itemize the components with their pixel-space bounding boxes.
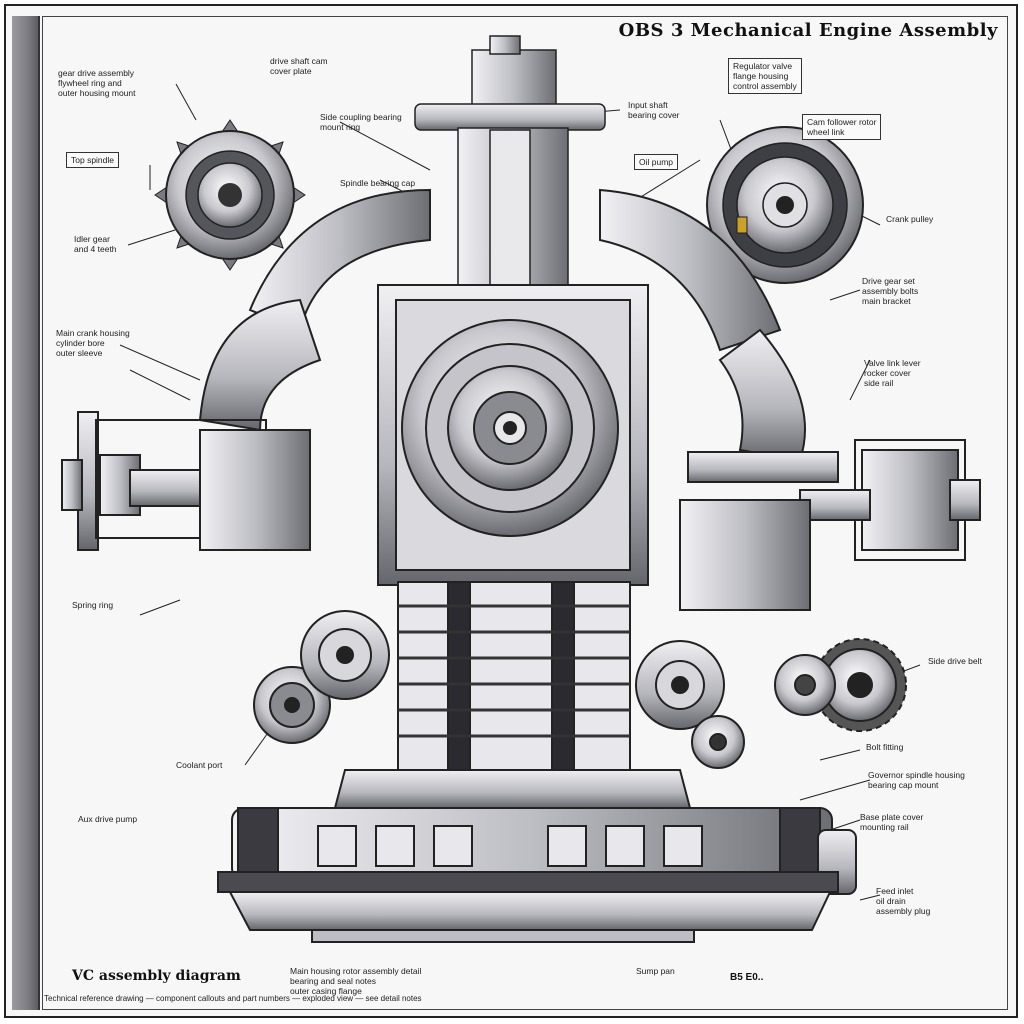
callout-label: Crank pulley <box>886 214 934 224</box>
base-sump <box>217 769 857 943</box>
crank-housing-left <box>198 188 431 432</box>
binding-strip <box>12 16 40 1010</box>
lower-pulley-right <box>635 640 725 730</box>
lower-left-gear <box>253 666 331 744</box>
callout-label: Sump pan <box>636 966 675 976</box>
callout-label: Feed inlet oil drain assembly plug <box>876 886 931 916</box>
callout-label: drive shaft cam cover plate <box>270 56 328 76</box>
callout-label: Coolant port <box>176 760 223 770</box>
callout-label: Governor spindle housing bearing cap mou… <box>868 770 965 790</box>
sheet-footer-notes: Technical reference drawing — component … <box>44 994 422 1003</box>
lower-right-gear <box>813 638 907 732</box>
callout-label: Bolt fitting <box>866 742 904 752</box>
callout-label: Spindle bearing cap <box>340 178 416 188</box>
callout-label: Oil pump <box>634 154 679 170</box>
callout-label: Valve link lever rocker cover side rail <box>864 358 921 388</box>
sheet-footer-title: VC assembly diagram <box>72 968 241 984</box>
callout-label: Regulator valve flange housing control a… <box>728 58 802 94</box>
crank-housing-right <box>599 188 806 462</box>
callout-label: Spring ring <box>72 600 114 610</box>
callout-label: Cam follower rotor wheel link <box>802 114 882 140</box>
drawing-frame <box>42 16 1008 1010</box>
callout-label: Main housing rotor assembly detail beari… <box>290 966 422 996</box>
right-shaft-assembly <box>679 439 981 611</box>
main-block <box>377 284 649 586</box>
top-spindle <box>414 35 606 291</box>
cooling-fins <box>397 581 631 773</box>
callout-label: Idler gear and 4 teeth <box>74 234 117 254</box>
small-right-gear <box>774 654 836 716</box>
callout-label: Base plate cover mounting rail <box>860 812 924 832</box>
sheet-footer-code: B5 E0.. <box>730 972 764 983</box>
cam-wheel <box>706 126 864 284</box>
callout-label: Side drive belt <box>928 656 982 666</box>
callout-label: Aux drive pump <box>78 814 138 824</box>
callout-label: Top spindle <box>66 152 120 168</box>
callout-label: Input shaft bearing cover <box>628 100 680 120</box>
left-shaft-assembly <box>61 411 311 551</box>
callout-label: gear drive assembly flywheel ring and ou… <box>58 68 136 98</box>
sheet-title: OBS 3 Mechanical Engine Assembly <box>618 20 998 41</box>
valve-wheel <box>691 715 745 769</box>
callout-label: Drive gear set assembly bolts main brack… <box>862 276 919 306</box>
flywheel-gear <box>154 119 306 271</box>
lower-pulley-left <box>300 610 390 700</box>
callout-label: Main crank housing cylinder bore outer s… <box>56 328 130 358</box>
callout-label: Side coupling bearing mount ring <box>320 112 402 132</box>
